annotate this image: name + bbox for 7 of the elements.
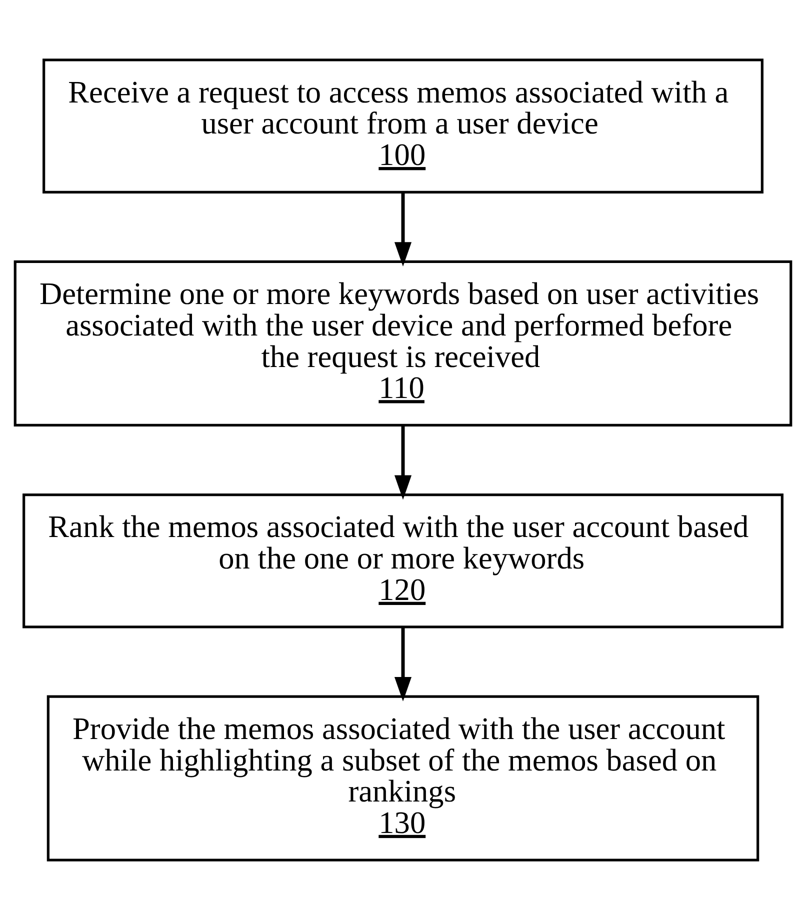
node-box: Determine one or more keywords based on user activities associated with the user device and performed before the request is received 110 <box>14 260 792 427</box>
node-box: Provide the memos associated with the user account while highlighting a subset of the memos based on rankings 130 <box>46 695 760 862</box>
arrow <box>394 627 412 702</box>
node-box: Receive a request to access memos associated with a user account from a user device 100 <box>42 58 764 194</box>
arrow <box>394 425 412 500</box>
arrow <box>394 192 412 267</box>
node-box: Rank the memos associated with the user account based on the one or more keywords 120 <box>22 493 784 628</box>
